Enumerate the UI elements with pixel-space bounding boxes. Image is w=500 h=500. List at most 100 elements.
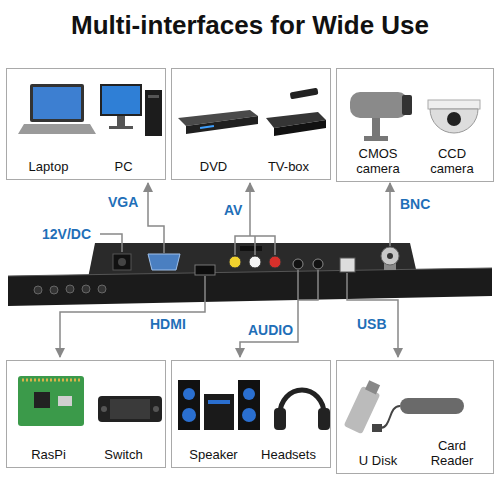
device-name: PC bbox=[86, 160, 161, 175]
port-label: BNC bbox=[398, 196, 432, 212]
pc-icon bbox=[117, 116, 125, 126]
switch-icon bbox=[101, 406, 107, 412]
av-ports bbox=[249, 256, 261, 268]
device-box: DVDTV-box bbox=[171, 68, 331, 180]
usb-port bbox=[340, 258, 355, 272]
leader-lines bbox=[235, 236, 275, 255]
cmos-camera-icon bbox=[402, 95, 412, 115]
card-reader-icon bbox=[372, 398, 464, 432]
device-box: CMOS cameraCCD camera bbox=[336, 68, 494, 182]
monitor-front bbox=[34, 286, 42, 294]
switch-icon bbox=[98, 396, 162, 422]
raspi-icon bbox=[18, 376, 84, 426]
dvd-icon bbox=[200, 125, 214, 129]
pc-icon bbox=[148, 95, 159, 98]
av-ports bbox=[229, 256, 241, 268]
tv-box-icon bbox=[274, 120, 326, 136]
audio-ports bbox=[293, 259, 303, 269]
dvd-icon bbox=[186, 116, 258, 134]
pc-icon bbox=[102, 86, 140, 114]
av-ports bbox=[269, 256, 281, 268]
raspi-icon bbox=[34, 392, 50, 408]
leader-lines bbox=[240, 270, 298, 357]
raspi-icon bbox=[18, 376, 84, 426]
av-ports bbox=[240, 246, 262, 251]
device-name: U Disk bbox=[341, 454, 415, 469]
ccd-camera-icon bbox=[447, 112, 461, 126]
switch-icon bbox=[110, 399, 150, 419]
leader-lines bbox=[100, 234, 122, 252]
device-name: Card Reader bbox=[415, 439, 489, 469]
tv-box-icon bbox=[290, 88, 319, 100]
speaker-icon bbox=[208, 400, 230, 404]
raspi-icon bbox=[22, 379, 80, 382]
device-box: SpeakerHeadsets bbox=[171, 360, 331, 468]
leader-lines bbox=[148, 183, 164, 253]
headset-icon bbox=[274, 408, 286, 430]
device-name: Speaker bbox=[176, 448, 251, 463]
leader-lines bbox=[389, 183, 391, 246]
speaker-icon bbox=[178, 380, 260, 430]
laptop-icon bbox=[18, 84, 96, 134]
raspi-icon bbox=[58, 396, 72, 406]
title: Multi-interfaces for Wide Use bbox=[0, 10, 500, 41]
pc-icon bbox=[145, 90, 162, 136]
leader-lines bbox=[60, 276, 205, 357]
ccd-camera-icon bbox=[428, 100, 480, 133]
speaker-icon bbox=[178, 380, 200, 430]
ccd-camera-icon bbox=[428, 100, 480, 109]
leader-lines bbox=[60, 183, 398, 357]
monitor-front bbox=[8, 268, 492, 276]
card-reader-icon bbox=[380, 406, 400, 428]
device-name: CCD camera bbox=[415, 147, 489, 177]
dc-port bbox=[113, 254, 131, 270]
monitor-front bbox=[8, 268, 492, 306]
device-box: RasPiSwitch bbox=[6, 360, 166, 468]
device-name: Laptop bbox=[11, 160, 86, 175]
device-name: DVD bbox=[176, 160, 251, 175]
speaker-icon bbox=[204, 394, 234, 430]
device-box: LaptopPC bbox=[6, 68, 166, 180]
hdmi-port bbox=[195, 265, 215, 275]
vga-port bbox=[148, 254, 180, 270]
laptop-icon bbox=[30, 84, 84, 122]
speaker-icon bbox=[182, 408, 196, 422]
pc-icon bbox=[100, 84, 162, 136]
port-label: USB bbox=[355, 316, 389, 332]
cmos-camera-icon bbox=[372, 118, 380, 138]
device-name: Switch bbox=[86, 448, 161, 463]
port-label: 12V/DC bbox=[40, 226, 93, 242]
dc-port bbox=[118, 258, 126, 266]
monitor-front bbox=[98, 285, 106, 293]
hdmi-port bbox=[195, 265, 215, 275]
speaker-icon bbox=[242, 408, 256, 422]
audio-ports bbox=[313, 259, 323, 269]
vga-port bbox=[148, 254, 180, 270]
dc-port bbox=[113, 254, 131, 270]
leader-lines bbox=[254, 236, 256, 255]
dvd-icon bbox=[178, 110, 258, 134]
headset-icon bbox=[318, 408, 330, 430]
speaker-icon bbox=[238, 380, 260, 430]
card-reader-icon bbox=[372, 424, 382, 432]
device-name: CMOS camera bbox=[341, 147, 415, 177]
card-reader-icon bbox=[400, 398, 464, 414]
device-name: RasPi bbox=[11, 448, 86, 463]
monitor-front bbox=[82, 285, 90, 293]
laptop-icon bbox=[33, 87, 81, 119]
switch-icon bbox=[98, 396, 162, 422]
ccd-camera-icon bbox=[430, 109, 478, 133]
switch-icon bbox=[153, 406, 159, 412]
speaker-icon bbox=[183, 388, 195, 400]
pc-icon bbox=[109, 126, 133, 129]
port-label: VGA bbox=[106, 194, 140, 210]
monitor-front bbox=[66, 285, 74, 293]
leader-lines bbox=[347, 273, 398, 357]
device-box: U DiskCard Reader bbox=[336, 360, 494, 474]
cmos-camera-icon bbox=[350, 92, 408, 118]
monitor-front bbox=[50, 286, 58, 294]
speaker-icon bbox=[243, 388, 255, 400]
headset-icon bbox=[280, 390, 324, 414]
